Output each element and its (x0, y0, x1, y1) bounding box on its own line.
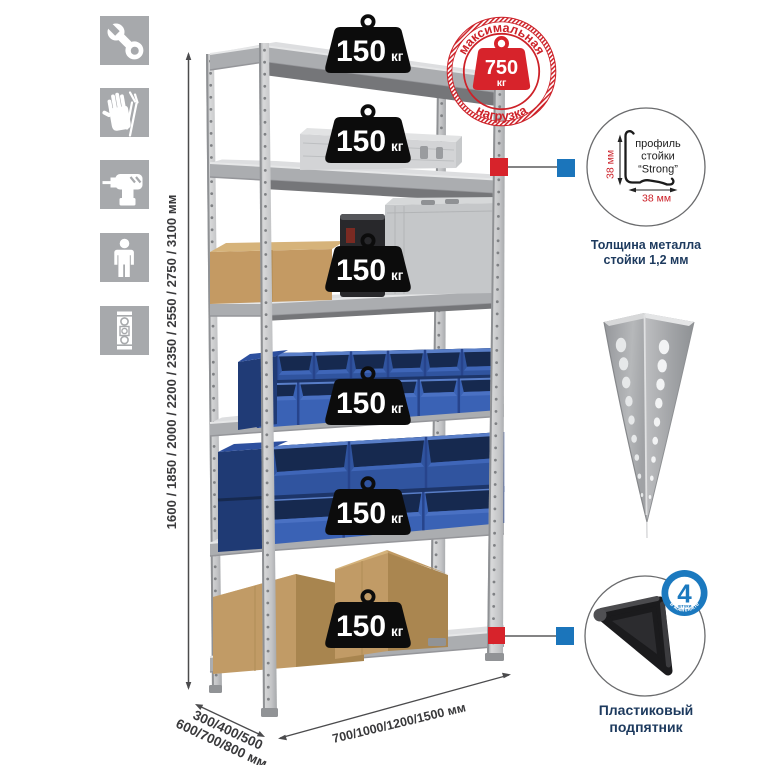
svg-text:1600 / 1850 / 2000 / 2200 / 23: 1600 / 1850 / 2000 / 2200 / 2350 / 2550 … (164, 195, 179, 530)
svg-text:профиль: профиль (635, 138, 681, 150)
svg-text:“Strong”: “Strong” (638, 164, 678, 176)
svg-text:стойки: стойки (641, 151, 675, 163)
svg-text:38 мм: 38 мм (642, 193, 671, 205)
svg-text:750: 750 (485, 57, 518, 79)
svg-text:нагрузка: нагрузка (474, 102, 531, 124)
svg-text:подпятник: подпятник (609, 719, 683, 735)
svg-text:Пластиковый: Пластиковый (599, 702, 694, 718)
svg-text:4: 4 (677, 579, 692, 609)
svg-text:Толщина металла: Толщина металла (591, 238, 702, 252)
svg-text:кг: кг (497, 77, 507, 89)
svg-text:700/1000/1200/1500 мм: 700/1000/1200/1500 мм (331, 700, 467, 746)
svg-text:38 мм: 38 мм (605, 150, 617, 179)
svg-text:стойки 1,2 мм: стойки 1,2 мм (604, 253, 689, 267)
svg-text:штуки: штуки (678, 604, 692, 609)
